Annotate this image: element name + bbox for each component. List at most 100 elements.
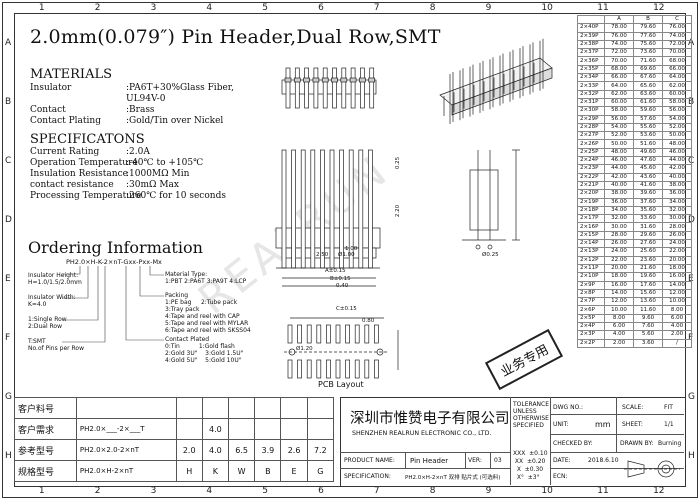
dim-header-cell: B [633, 14, 663, 25]
spec-value: PH2.0×H-2×nT 双排 贴片式 (可选料) [405, 475, 501, 481]
dim-cell: 16.00 [604, 280, 634, 290]
part-row-cell: E [280, 460, 308, 482]
ver-value: 03 [494, 457, 502, 464]
part-row-cell: 4.0 [201, 418, 230, 440]
part-row-cell: 7.2 [306, 439, 335, 461]
dimension-label: 2.20 [395, 204, 402, 218]
pcb-pad [326, 324, 331, 379]
part-row-label: 客户需求 [14, 418, 77, 440]
dim-cell: 2.00 [604, 338, 634, 348]
dim-cell: 60.00 [662, 89, 692, 99]
zone-col-bottom: 1 [38, 486, 45, 496]
front-pin [368, 149, 373, 269]
top-pin [359, 67, 366, 109]
dim-cell: 22.00 [662, 247, 692, 257]
iso-pin [453, 68, 464, 121]
part-row-label: 规格型号 [14, 460, 77, 482]
front-pin [320, 149, 325, 269]
dim-cell: 65.60 [633, 81, 663, 91]
zone-col-top: 6 [318, 3, 324, 13]
dim-cell: 31.60 [633, 222, 663, 232]
dim-cell: 66.00 [662, 64, 692, 75]
front-pin [291, 149, 296, 269]
dim-cell: 60.00 [604, 97, 634, 108]
unit-label: UNIT: [553, 421, 569, 428]
dim-cell: 3.60 [633, 338, 663, 348]
dim-cell: 2.00 [662, 330, 692, 340]
top-pin [340, 67, 348, 109]
zone-col-top: 12 [653, 3, 665, 13]
part-row-cell: H [175, 460, 203, 482]
pcb-pad [335, 324, 341, 379]
front-pin [300, 149, 306, 269]
dim-cell: 2×6P [577, 305, 605, 315]
dim-cell: 68.00 [604, 64, 634, 75]
dim-cell: 8.00 [662, 305, 692, 315]
zone-row-left: B [5, 96, 12, 107]
part-row: 客户料号 [14, 397, 335, 419]
dim-cell: 28.00 [604, 230, 634, 241]
dim-cell: 46.00 [604, 156, 634, 166]
dimension-label: Ø0.25 [482, 252, 499, 258]
dim-cell: 2×36P [577, 56, 605, 66]
dim-cell: 37.60 [633, 197, 663, 207]
zone-col-bottom: 4 [206, 486, 213, 496]
dim-header-cell [577, 14, 605, 25]
spec-value: :2.0A [126, 147, 150, 157]
dim-cell: 2×12P [577, 255, 605, 265]
iso-pin [493, 53, 504, 106]
dim-cell: 54.00 [662, 114, 692, 124]
dim-cell: 2×29P [577, 114, 605, 124]
part-row-cell: B [254, 460, 282, 482]
dim-cell: 70.00 [662, 48, 692, 58]
dimension-label: 0.25 [395, 156, 402, 170]
dim-cell: 2×4P [577, 321, 605, 332]
dim-cell: 18.00 [662, 263, 692, 274]
part-row-code: PH2.0×___-2×___T [75, 418, 177, 440]
top-pin [331, 67, 338, 109]
dim-cell: 21.60 [633, 263, 663, 274]
part-row-cell [280, 418, 308, 440]
dim-cell: 2×31P [577, 97, 605, 108]
spec-label: SPECIFICATION: [344, 473, 391, 480]
part-row-cell [228, 418, 256, 440]
dim-cell: 28.00 [662, 222, 692, 232]
dim-cell: 49.60 [633, 147, 663, 158]
part-row-cell: W [228, 460, 256, 482]
dim-cell: 26.00 [604, 238, 634, 249]
dim-cell: 12.00 [662, 288, 692, 299]
zone-row-left: D [5, 214, 12, 225]
dim-cell: 2×27P [577, 131, 605, 141]
dim-cell: 47.60 [633, 156, 663, 166]
dim-cell: 2×10P [577, 272, 605, 282]
zone-col-bottom: 10 [541, 486, 553, 496]
dim-cell: 63.60 [633, 89, 663, 99]
dim-cell: 14.00 [662, 280, 692, 290]
dim-cell: 24.00 [662, 238, 692, 249]
isometric-view [439, 38, 553, 124]
dim-cell: 22.00 [604, 255, 634, 265]
dim-cell: 2×24P [577, 156, 605, 166]
dim-cell: 20.00 [604, 263, 634, 274]
pcb-pad [374, 324, 379, 379]
dim-cell: 14.00 [604, 288, 634, 299]
part-row-code [75, 397, 177, 419]
dim-cell: 2×22P [577, 172, 605, 182]
part-row-cell: 4.0 [201, 439, 230, 461]
dim-cell: 67.60 [633, 73, 663, 83]
dim-cell: 2×28P [577, 122, 605, 133]
pcb-pad [364, 324, 370, 379]
dim-cell: 50.00 [662, 131, 692, 141]
spec-value: :-40℃ to +105℃ [126, 158, 204, 168]
part-row-cell: G [306, 460, 335, 482]
